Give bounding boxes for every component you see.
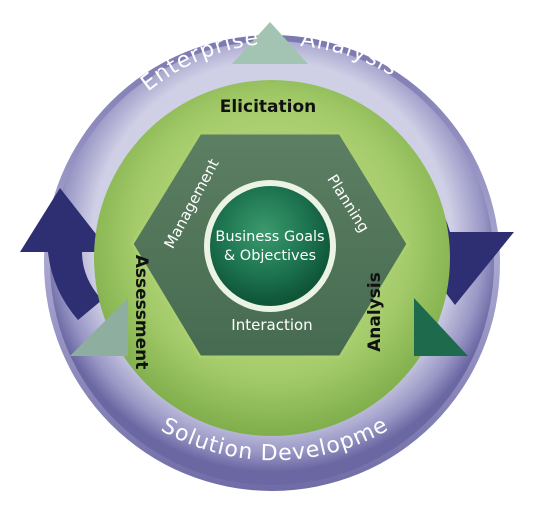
phase-assessment: Assessment [131, 255, 151, 370]
left-triangle [70, 298, 128, 356]
hex-label-interaction: Interaction [231, 316, 312, 334]
right-triangle [414, 298, 468, 356]
core-circle [210, 186, 330, 306]
phase-elicitation: Elicitation [220, 97, 317, 117]
core-label-line2: & Objectives [224, 248, 316, 264]
phase-analysis: Analysis [365, 272, 385, 352]
top-triangle [232, 22, 308, 64]
left-cycle-arrow [20, 188, 110, 320]
core-label-line1: Business Goals [215, 229, 324, 245]
